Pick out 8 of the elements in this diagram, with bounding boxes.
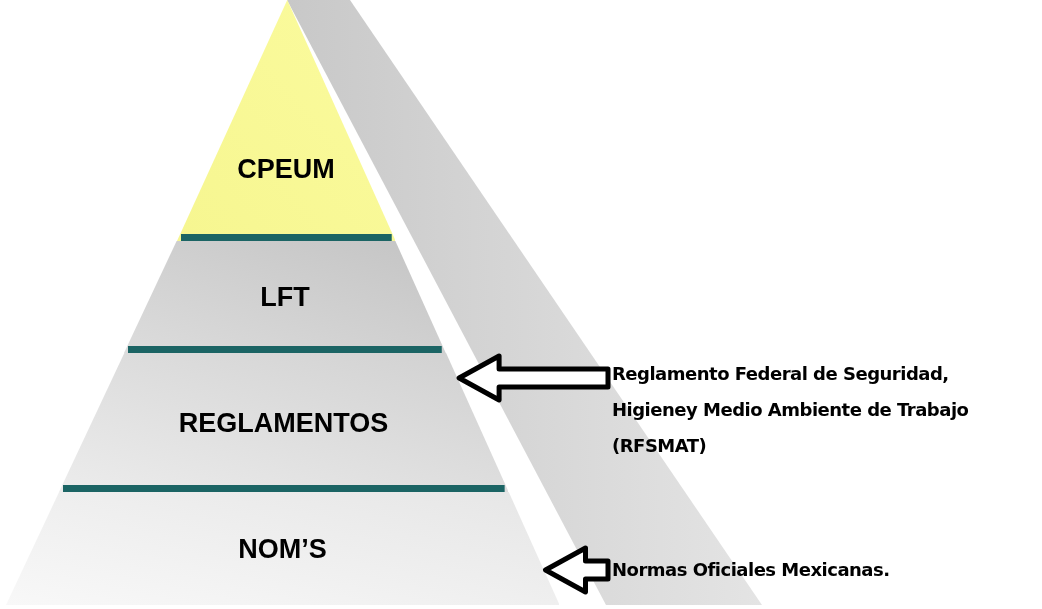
layer-label: CPEUM bbox=[237, 153, 335, 185]
layer-label: NOM’S bbox=[238, 533, 327, 564]
annotation-text: Normas Oficiales Mexicanas. bbox=[612, 552, 1037, 588]
layer-label: LFT bbox=[260, 281, 310, 313]
block-arrow bbox=[456, 353, 611, 403]
layer-label: REGLAMENTOS bbox=[178, 407, 389, 438]
annotation-text: Reglamento Federal de Seguridad, Higieney Medio Ambiente de Trabajo (RFSMAT) bbox=[612, 356, 1037, 464]
block-arrow bbox=[543, 545, 611, 595]
